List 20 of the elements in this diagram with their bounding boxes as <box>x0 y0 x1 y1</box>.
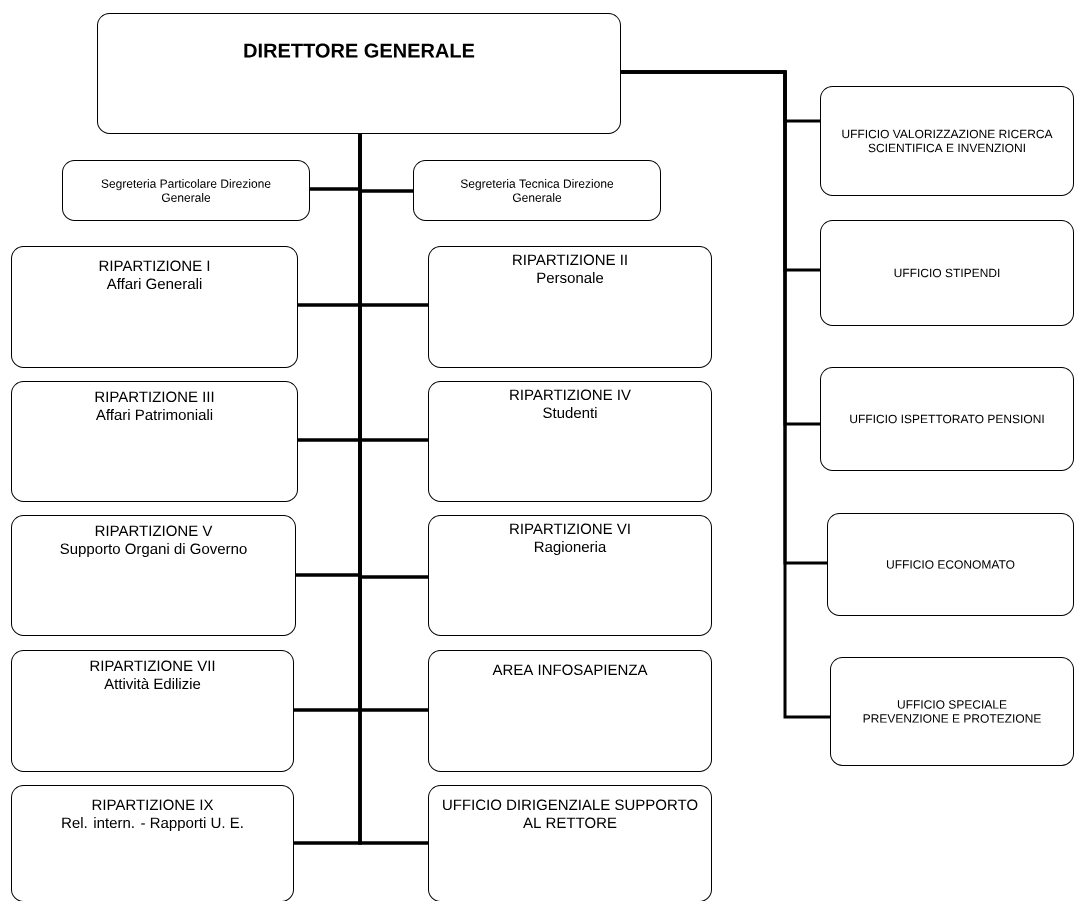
connector <box>621 70 830 719</box>
org-box: RIPARTIZIONE VII Attività Edilizie <box>11 650 294 772</box>
org-box: RIPARTIZIONE III Affari Patrimoniali <box>11 381 298 502</box>
org-box: UFFICIO DIRIGENZIALE SUPPORTO AL RETTORE <box>428 785 712 901</box>
org-box: UFFICIO STIPENDI <box>820 220 1074 326</box>
org-box: RIPARTIZIONE V Supporto Organi di Governo <box>11 515 296 636</box>
connector <box>358 133 428 845</box>
org-box: AREA INFOSAPIENZA <box>428 650 712 772</box>
org-box: Segreteria Tecnica Direzione Generale <box>413 160 661 221</box>
org-box: UFFICIO VALORIZZAZIONE RICERCA SCIENTIFICA E INVENZIONI <box>820 86 1074 196</box>
org-box: RIPARTIZIONE II Personale <box>428 246 712 368</box>
org-box: RIPARTIZIONE VI Ragioneria <box>428 515 712 636</box>
org-box: UFFICIO ECONOMATO <box>827 513 1074 616</box>
org-box: RIPARTIZIONE IX Rel. intern. - Rapporti U. E. <box>11 785 294 901</box>
org-box: RIPARTIZIONE I Affari Generali <box>11 246 298 368</box>
org-box: Segreteria Particolare Direzione Generale <box>62 160 310 221</box>
org-box: UFFICIO ISPETTORATO PENSIONI <box>820 367 1074 471</box>
org-box: DIRETTORE GENERALE <box>97 13 621 134</box>
org-box: UFFICIO SPECIALE PREVENZIONE E PROTEZIONE <box>830 657 1074 766</box>
org-box: RIPARTIZIONE IV Studenti <box>428 381 712 502</box>
